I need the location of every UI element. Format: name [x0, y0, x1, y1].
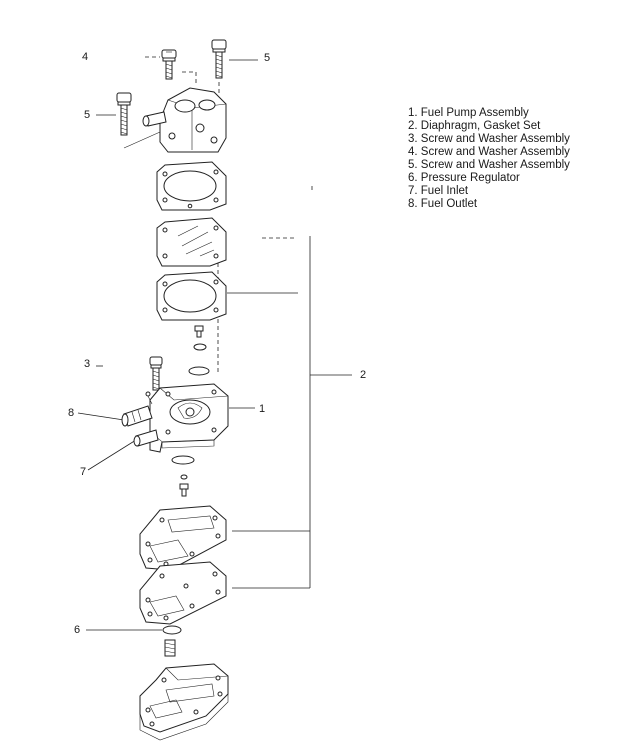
lower-gasket-1 [139, 505, 227, 571]
small-screw [194, 325, 204, 338]
pump-body [149, 383, 229, 453]
gasket-top [156, 161, 227, 211]
diaphragm-upper [156, 217, 227, 267]
screw-4 [161, 49, 177, 80]
small-washer [193, 343, 207, 351]
callout-3: 3 [84, 358, 90, 370]
legend-item-screw-washer-5: 5. Screw and Washer Assembly [408, 159, 570, 171]
legend-item-screw-washer-3: 3. Screw and Washer Assembly [408, 133, 570, 145]
screw-5-top [211, 39, 227, 79]
check-valve-disc [188, 366, 210, 376]
legend-item-diaphragm-gasket-set: 2. Diaphragm, Gasket Set [408, 120, 541, 132]
valve-disc-lower [171, 455, 195, 465]
pressure-regulator-spring [164, 639, 176, 657]
callout-5-top: 5 [264, 52, 270, 64]
lower-gasket-2 [139, 561, 227, 625]
pressure-regulator-disc [162, 625, 182, 635]
callout-6: 6 [74, 624, 80, 636]
callout-2: 2 [360, 369, 366, 381]
bleed-screw [179, 483, 189, 497]
top-cover [142, 87, 227, 153]
parts-legend: 1. Fuel Pump Assembly 2. Diaphragm, Gask… [408, 107, 570, 211]
legend-item-pressure-regulator: 6. Pressure Regulator [408, 172, 520, 184]
gasket-middle [156, 271, 227, 321]
legend-item-screw-washer-4: 4. Screw and Washer Assembly [408, 146, 570, 158]
legend-item-fuel-outlet: 8. Fuel Outlet [408, 198, 478, 210]
bottom-cover [139, 663, 229, 741]
screw-3 [149, 356, 163, 391]
callout-4: 4 [82, 51, 88, 63]
callout-7: 7 [80, 466, 86, 478]
fuel-inlet-fitting [133, 429, 159, 447]
legend-item-fuel-pump-assembly: 1. Fuel Pump Assembly [408, 107, 529, 119]
callout-5-left: 5 [84, 109, 90, 121]
callout-1: 1 [259, 403, 265, 415]
legend-item-fuel-inlet: 7. Fuel Inlet [408, 185, 469, 197]
callout-8: 8 [68, 407, 74, 419]
spring-seat [180, 474, 188, 480]
screw-5-left [116, 92, 132, 136]
fuel-outlet-fitting [121, 391, 153, 427]
